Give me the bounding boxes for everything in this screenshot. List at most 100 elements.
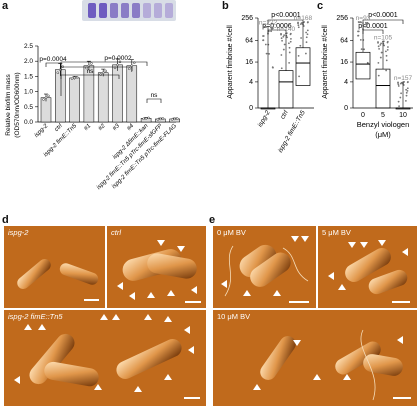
b-datapoint [305, 41, 308, 44]
b-datapoint [280, 67, 283, 70]
c-datapoint [398, 105, 400, 108]
b-datapoint [288, 46, 291, 49]
b-datapoint [280, 32, 282, 35]
b-n-label: n=140 [277, 26, 296, 33]
a-datapoint [73, 76, 76, 80]
a-xtick-label: #1 [83, 123, 92, 132]
b-datapoint [306, 29, 309, 32]
c-datapoint [405, 94, 408, 97]
panel-label-a: a [2, 0, 9, 12]
a-xtick-label: ispg-2 fimE::Tn5 pTrc-fimE-FLAG [111, 123, 178, 190]
b-ytick-label: 64 [245, 37, 253, 44]
b-p-mid: p=0.0006 [262, 23, 291, 30]
a-sig-p2: p=0.0002 [104, 55, 132, 62]
a-datapoint [75, 75, 79, 79]
b-datapoint [283, 43, 286, 46]
b-datapoint [305, 31, 308, 34]
b-ytick-label: 256 [241, 15, 253, 22]
afm-e-10uM-image [253, 329, 411, 401]
b-datapoint [297, 22, 299, 25]
c-xunit: (μM) [375, 130, 391, 139]
a-bar [97, 72, 109, 123]
a-datapoint [44, 96, 48, 99]
afm-e-5uM-image [328, 240, 410, 303]
c-datapoint [382, 40, 385, 43]
b-datapoint [288, 61, 291, 64]
c-datapoint [380, 51, 383, 54]
b-datapoint [300, 37, 302, 39]
c-datapoint [406, 89, 409, 92]
a-datapoint [61, 65, 64, 68]
a-datapoint [101, 71, 105, 74]
b-datapoint [264, 25, 267, 28]
afm-e-5uM: 5 μM BV [318, 226, 417, 308]
a-datapoint [70, 77, 74, 80]
afm-d-ispg2: ispg-2 [4, 226, 105, 308]
c-datapoint [397, 100, 400, 103]
b-datapoint [281, 39, 283, 42]
c-datapoint [377, 74, 380, 77]
panel-label-d: d [2, 214, 9, 226]
a-datapoint [170, 118, 174, 121]
b-datapoint [282, 35, 285, 38]
c-n-label: n=157 [394, 75, 413, 82]
a-datapoint [116, 63, 119, 67]
afm-e-0uM-label: 0 μM BV [217, 228, 246, 237]
afm-d-ctrl-label: ctrl [111, 228, 121, 237]
panel-label-b: b [222, 0, 229, 12]
c-xtick-label: 10 [399, 112, 407, 119]
b-datapoint [268, 52, 271, 55]
a-ylabel-line2: (OD570nm/OD600nm) [14, 72, 21, 137]
b-datapoint [297, 54, 300, 57]
c-datapoint [397, 82, 399, 84]
b-datapoint [287, 42, 290, 45]
c-datapoint [399, 96, 402, 99]
b-datapoint [305, 36, 308, 39]
a-datapoint [144, 117, 148, 120]
c-ytick-label: 4 [344, 79, 348, 86]
c-p-top: p<0.0001 [368, 12, 397, 19]
b-datapoint [306, 33, 309, 36]
b-datapoint [290, 38, 292, 40]
panel-label-e: e [209, 214, 216, 226]
c-n-label: n=105 [374, 34, 393, 41]
b-datapoint [285, 32, 288, 35]
c-xtick-label: 5 [381, 112, 385, 119]
b-datapoint [265, 52, 268, 55]
b-datapoint [286, 36, 289, 39]
a-sig-ns1: ns [87, 68, 95, 75]
a-ytick-label: 2.5 [24, 43, 33, 50]
c-datapoint [407, 81, 409, 83]
well [154, 3, 162, 18]
c-datapoint [402, 84, 405, 86]
b-ytick-label: 4 [249, 79, 253, 86]
afm-d-fimE-image [14, 314, 200, 399]
c-datapoint [385, 69, 388, 72]
c-datapoint [377, 41, 379, 43]
c-box [375, 68, 391, 109]
a-bar [112, 64, 123, 123]
c-datapoint [400, 81, 403, 84]
c-datapoint [379, 43, 382, 46]
b-datapoint [262, 35, 264, 37]
b-datapoint [270, 30, 273, 33]
b-datapoint [299, 44, 302, 47]
b-xtick-label: ctrl [279, 109, 290, 120]
afm-d-fimE-label: ispg-2 fimE::Tn5 [8, 312, 63, 321]
c-datapoint [385, 59, 388, 62]
afm-d-fimE: ispg-2 fimE::Tn5 [4, 310, 206, 406]
a-datapoint [173, 117, 176, 121]
c-datapoint [404, 99, 407, 102]
c-datapoint [357, 34, 360, 37]
c-datapoint [405, 88, 408, 91]
b-datapoint [307, 21, 309, 23]
a-xtick-label: ispg-2 [34, 123, 50, 139]
a-datapoint [47, 94, 50, 98]
afm-e-10uM-label: 10 μM BV [217, 312, 251, 321]
b-datapoint [289, 40, 292, 43]
a-ytick-label: 0.5 [24, 104, 33, 111]
b-datapoint [267, 30, 270, 33]
a-ytick-label: 1.5 [24, 73, 33, 80]
